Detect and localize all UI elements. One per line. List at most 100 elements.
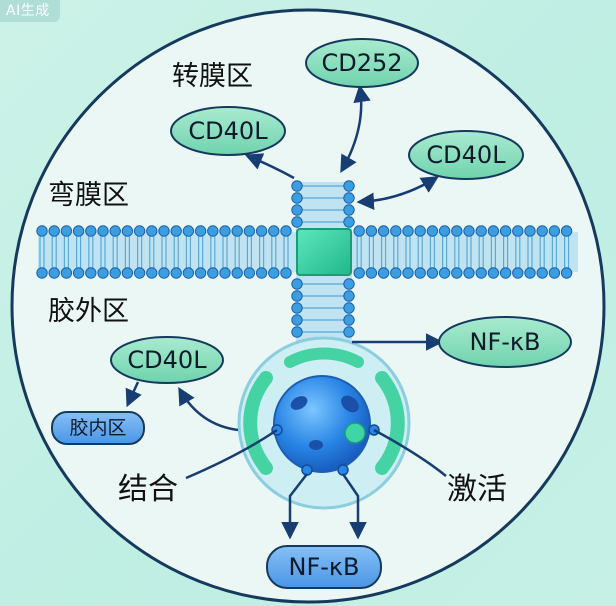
- lipid-head: [402, 225, 414, 237]
- lipid-head: [255, 267, 268, 279]
- receptor-core: [296, 228, 352, 276]
- lipid-head: [219, 267, 231, 279]
- lipid-head: [343, 302, 355, 314]
- lipid-head: [390, 267, 402, 279]
- lipid-head: [158, 225, 170, 237]
- lipid-head: [146, 267, 158, 279]
- lipid-head: [377, 267, 390, 279]
- lipid-head: [291, 180, 303, 192]
- lipid-head: [291, 192, 303, 204]
- lipid-head: [512, 225, 524, 237]
- lipid-head: [109, 267, 121, 279]
- arrow-to-cd252: [340, 84, 371, 174]
- arrow-cd40l-to-intracellular: [125, 381, 142, 408]
- lipid-head: [451, 267, 463, 279]
- lipid-bilayer: [36, 225, 578, 279]
- lipid-head: [182, 225, 195, 237]
- lipid-head: [548, 267, 561, 279]
- lipid-head: [158, 267, 170, 279]
- lipid-head: [343, 180, 355, 192]
- lipid-head: [36, 267, 48, 279]
- lipid-head: [255, 225, 268, 237]
- lipid-head: [463, 225, 475, 237]
- pill-cd252: CD252: [305, 38, 419, 88]
- lipid-head: [60, 267, 73, 279]
- arrows: [125, 84, 447, 540]
- pill-cd40l-left-label: CD40L: [127, 346, 207, 374]
- lipid-head: [377, 225, 390, 237]
- complex-arc-left: [243, 371, 273, 475]
- lipid-head: [36, 225, 48, 237]
- lipid-head: [133, 225, 146, 237]
- lipid-head: [268, 267, 280, 279]
- lipid-head: [291, 216, 303, 228]
- pill-cd40l-top-left: CD40L: [170, 106, 286, 156]
- lipid-head: [560, 267, 573, 279]
- lipid-head: [231, 225, 243, 237]
- arrow-to-cd40l-top-right: [356, 176, 439, 211]
- lipid-head: [524, 225, 536, 237]
- pill-cd40l-top-left-label: CD40L: [188, 117, 268, 145]
- lipid-head: [343, 192, 355, 204]
- lipid-head: [219, 225, 231, 237]
- lipid-head: [343, 290, 355, 302]
- arrow-nucleus-to-nfkb-b: [341, 473, 367, 540]
- activation-pointer-line: [373, 428, 447, 477]
- lipid-head: [194, 267, 207, 279]
- nucleus-spot: [309, 440, 323, 450]
- lipid-head: [451, 225, 463, 237]
- lipid-head: [121, 225, 134, 237]
- pill-nfkb-right-label: NF-κB: [469, 328, 540, 356]
- label-extracellular: 胶外区: [48, 296, 129, 327]
- lipid-head: [121, 267, 134, 279]
- lipid-head: [280, 267, 292, 279]
- pill-cd40l-left: CD40L: [110, 336, 224, 384]
- lipid-head: [243, 225, 256, 237]
- lipid-head: [291, 326, 303, 338]
- lipid-head: [475, 267, 487, 279]
- lipid-head: [60, 225, 73, 237]
- lipid-head: [499, 225, 512, 237]
- lipid-head: [97, 267, 109, 279]
- arrow-to-cd40l-left: [178, 386, 239, 432]
- lipid-head: [560, 225, 573, 237]
- label-curved-membrane: 弯膜区: [48, 180, 129, 211]
- lipid-head: [343, 278, 355, 290]
- lipid-head: [536, 225, 548, 237]
- lipid-head: [85, 267, 97, 279]
- lipid-head: [207, 225, 219, 237]
- complex-arc-top: [284, 347, 364, 368]
- lipid-head: [207, 267, 219, 279]
- lipid-head: [343, 216, 355, 228]
- lipid-head: [280, 225, 292, 237]
- lipid-head: [343, 314, 355, 326]
- lipid-head: [426, 225, 439, 237]
- watermark: AI生成: [0, 0, 60, 22]
- lipid-head: [48, 267, 60, 279]
- pill-nfkb-bottom: NF-κB: [266, 545, 382, 589]
- connector-dot: [337, 464, 349, 476]
- lipid-head: [512, 267, 524, 279]
- lipid-head: [97, 225, 109, 237]
- lipid-head: [343, 204, 355, 216]
- lipid-head: [109, 225, 121, 237]
- lipid-head: [291, 278, 303, 290]
- lipid-head: [231, 267, 243, 279]
- pill-cd252-label: CD252: [321, 49, 402, 77]
- lipid-head: [194, 225, 207, 237]
- lipid-head: [48, 225, 60, 237]
- lipid-head: [72, 225, 85, 237]
- lipid-head: [343, 326, 355, 338]
- binding-pointer-line: [185, 428, 278, 480]
- label-activation: 激活: [447, 472, 507, 507]
- lipid-head: [487, 225, 500, 237]
- lipid-head: [170, 225, 182, 237]
- pill-nfkb-bottom-label: NF-κB: [288, 553, 359, 581]
- lipid-head: [438, 267, 451, 279]
- lipid-head: [170, 267, 182, 279]
- lipid-head: [390, 225, 402, 237]
- nucleus-spot: [341, 395, 359, 413]
- lipid-head: [243, 267, 256, 279]
- lipid-head: [291, 302, 303, 314]
